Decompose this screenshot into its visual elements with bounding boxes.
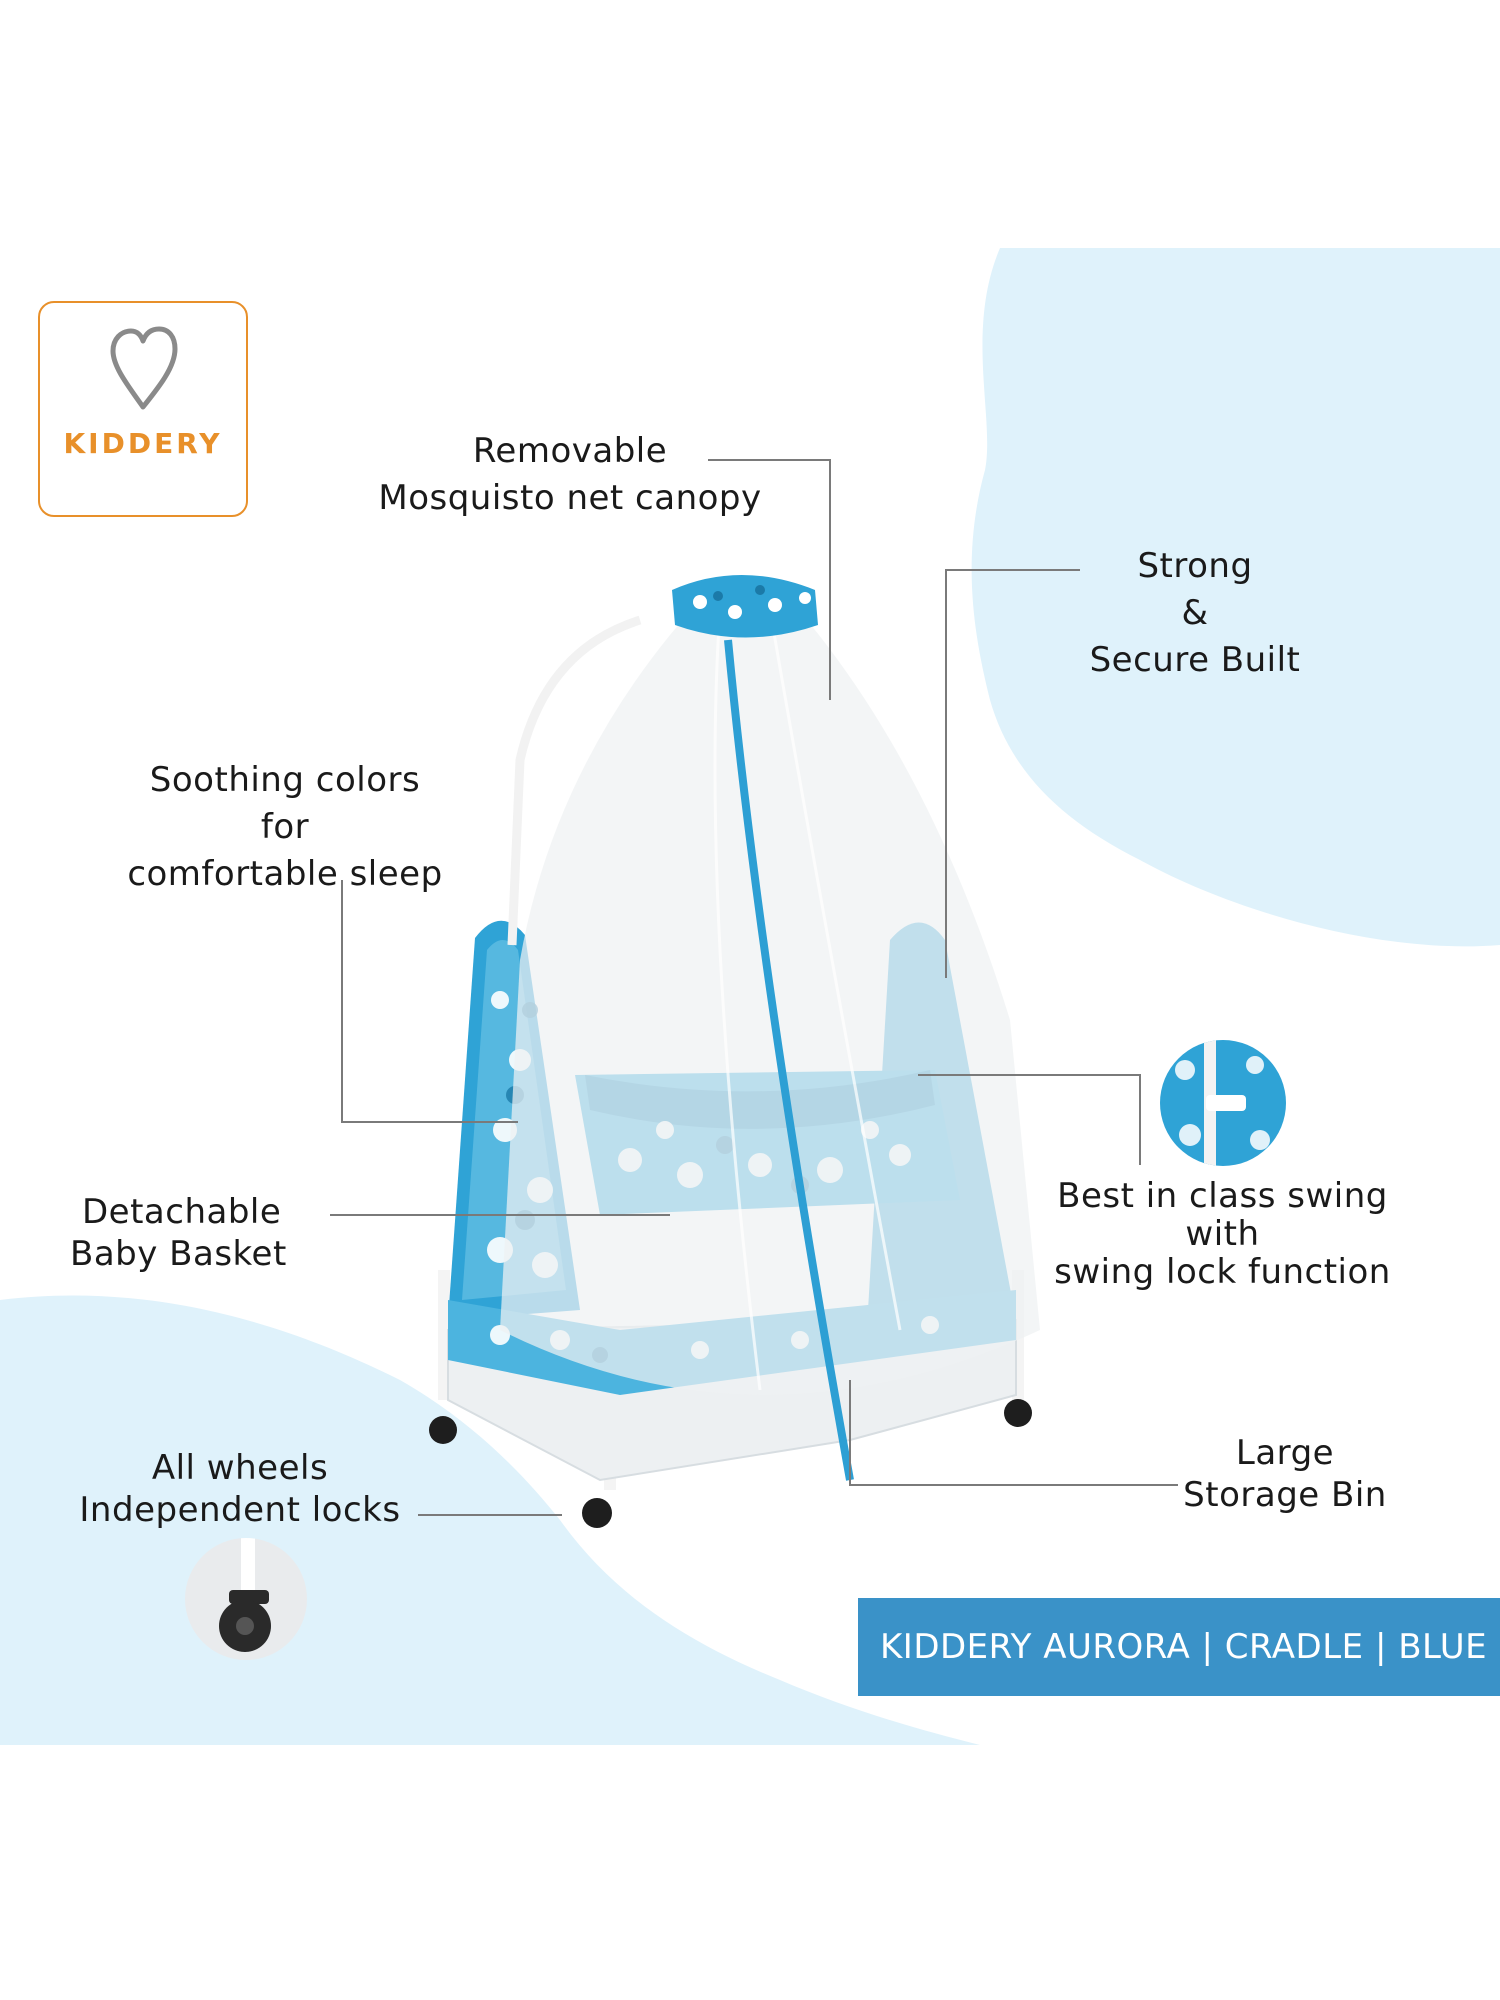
callout-storage-line-2: Storage Bin <box>1183 1475 1387 1515</box>
callout-soothing-line-3: comfortable sleep <box>127 854 443 894</box>
callout-wheels-line-2: Independent locks <box>79 1490 401 1530</box>
callout-basket-line-2: Baby Basket <box>70 1234 287 1274</box>
callout-wheels-line-1: All wheels <box>151 1448 329 1488</box>
background-blob-right <box>971 248 1500 947</box>
cradle-illustration <box>429 575 1040 1528</box>
callout-detachable-basket: Detachable Baby Basket <box>70 1191 310 1275</box>
product-title-banner: KIDDERY AURORA | CRADLE | BLUE <box>858 1598 1500 1696</box>
callout-leader-lines <box>330 459 1178 1516</box>
swing-lock-detail-art <box>1160 1040 1286 1166</box>
callout-strong-line-1: Strong <box>1137 546 1253 586</box>
callout-swing-line-1: Best in class swing <box>1057 1176 1388 1216</box>
swing-lock-detail-image <box>1160 1040 1286 1166</box>
heart-icon <box>110 326 178 410</box>
callout-storage-bin: Large Storage Bin <box>1170 1432 1400 1516</box>
callout-canopy: Removable Mosquisto net canopy <box>360 428 780 522</box>
callout-wheel-locks: All wheels Independent locks <box>68 1447 412 1531</box>
callout-swing-line-2: with <box>1185 1214 1260 1254</box>
callout-canopy-line-1: Removable <box>472 431 668 471</box>
callout-basket-line-1: Detachable <box>82 1192 282 1232</box>
callout-soothing-line-1: Soothing colors <box>149 760 421 800</box>
wheel-detail-image <box>185 1538 307 1660</box>
callout-canopy-line-2: Mosquisto net canopy <box>378 478 762 518</box>
callout-swing-lock: Best in class swing with swing lock func… <box>1030 1177 1415 1291</box>
callout-strong-line-2: & <box>1181 593 1209 633</box>
callout-soothing-line-2: for <box>260 807 310 847</box>
wheel-detail-art <box>185 1538 307 1660</box>
callout-soothing-colors: Soothing colors for comfortable sleep <box>110 757 460 898</box>
brand-logo-card: KIDDERY <box>38 301 248 517</box>
callout-swing-line-3: swing lock function <box>1054 1252 1391 1292</box>
brand-name: KIDDERY <box>63 427 223 460</box>
callout-strong-line-3: Secure Built <box>1089 640 1301 680</box>
callout-strong-build: Strong & Secure Built <box>1060 543 1330 684</box>
callout-storage-line-1: Large <box>1235 1433 1335 1473</box>
